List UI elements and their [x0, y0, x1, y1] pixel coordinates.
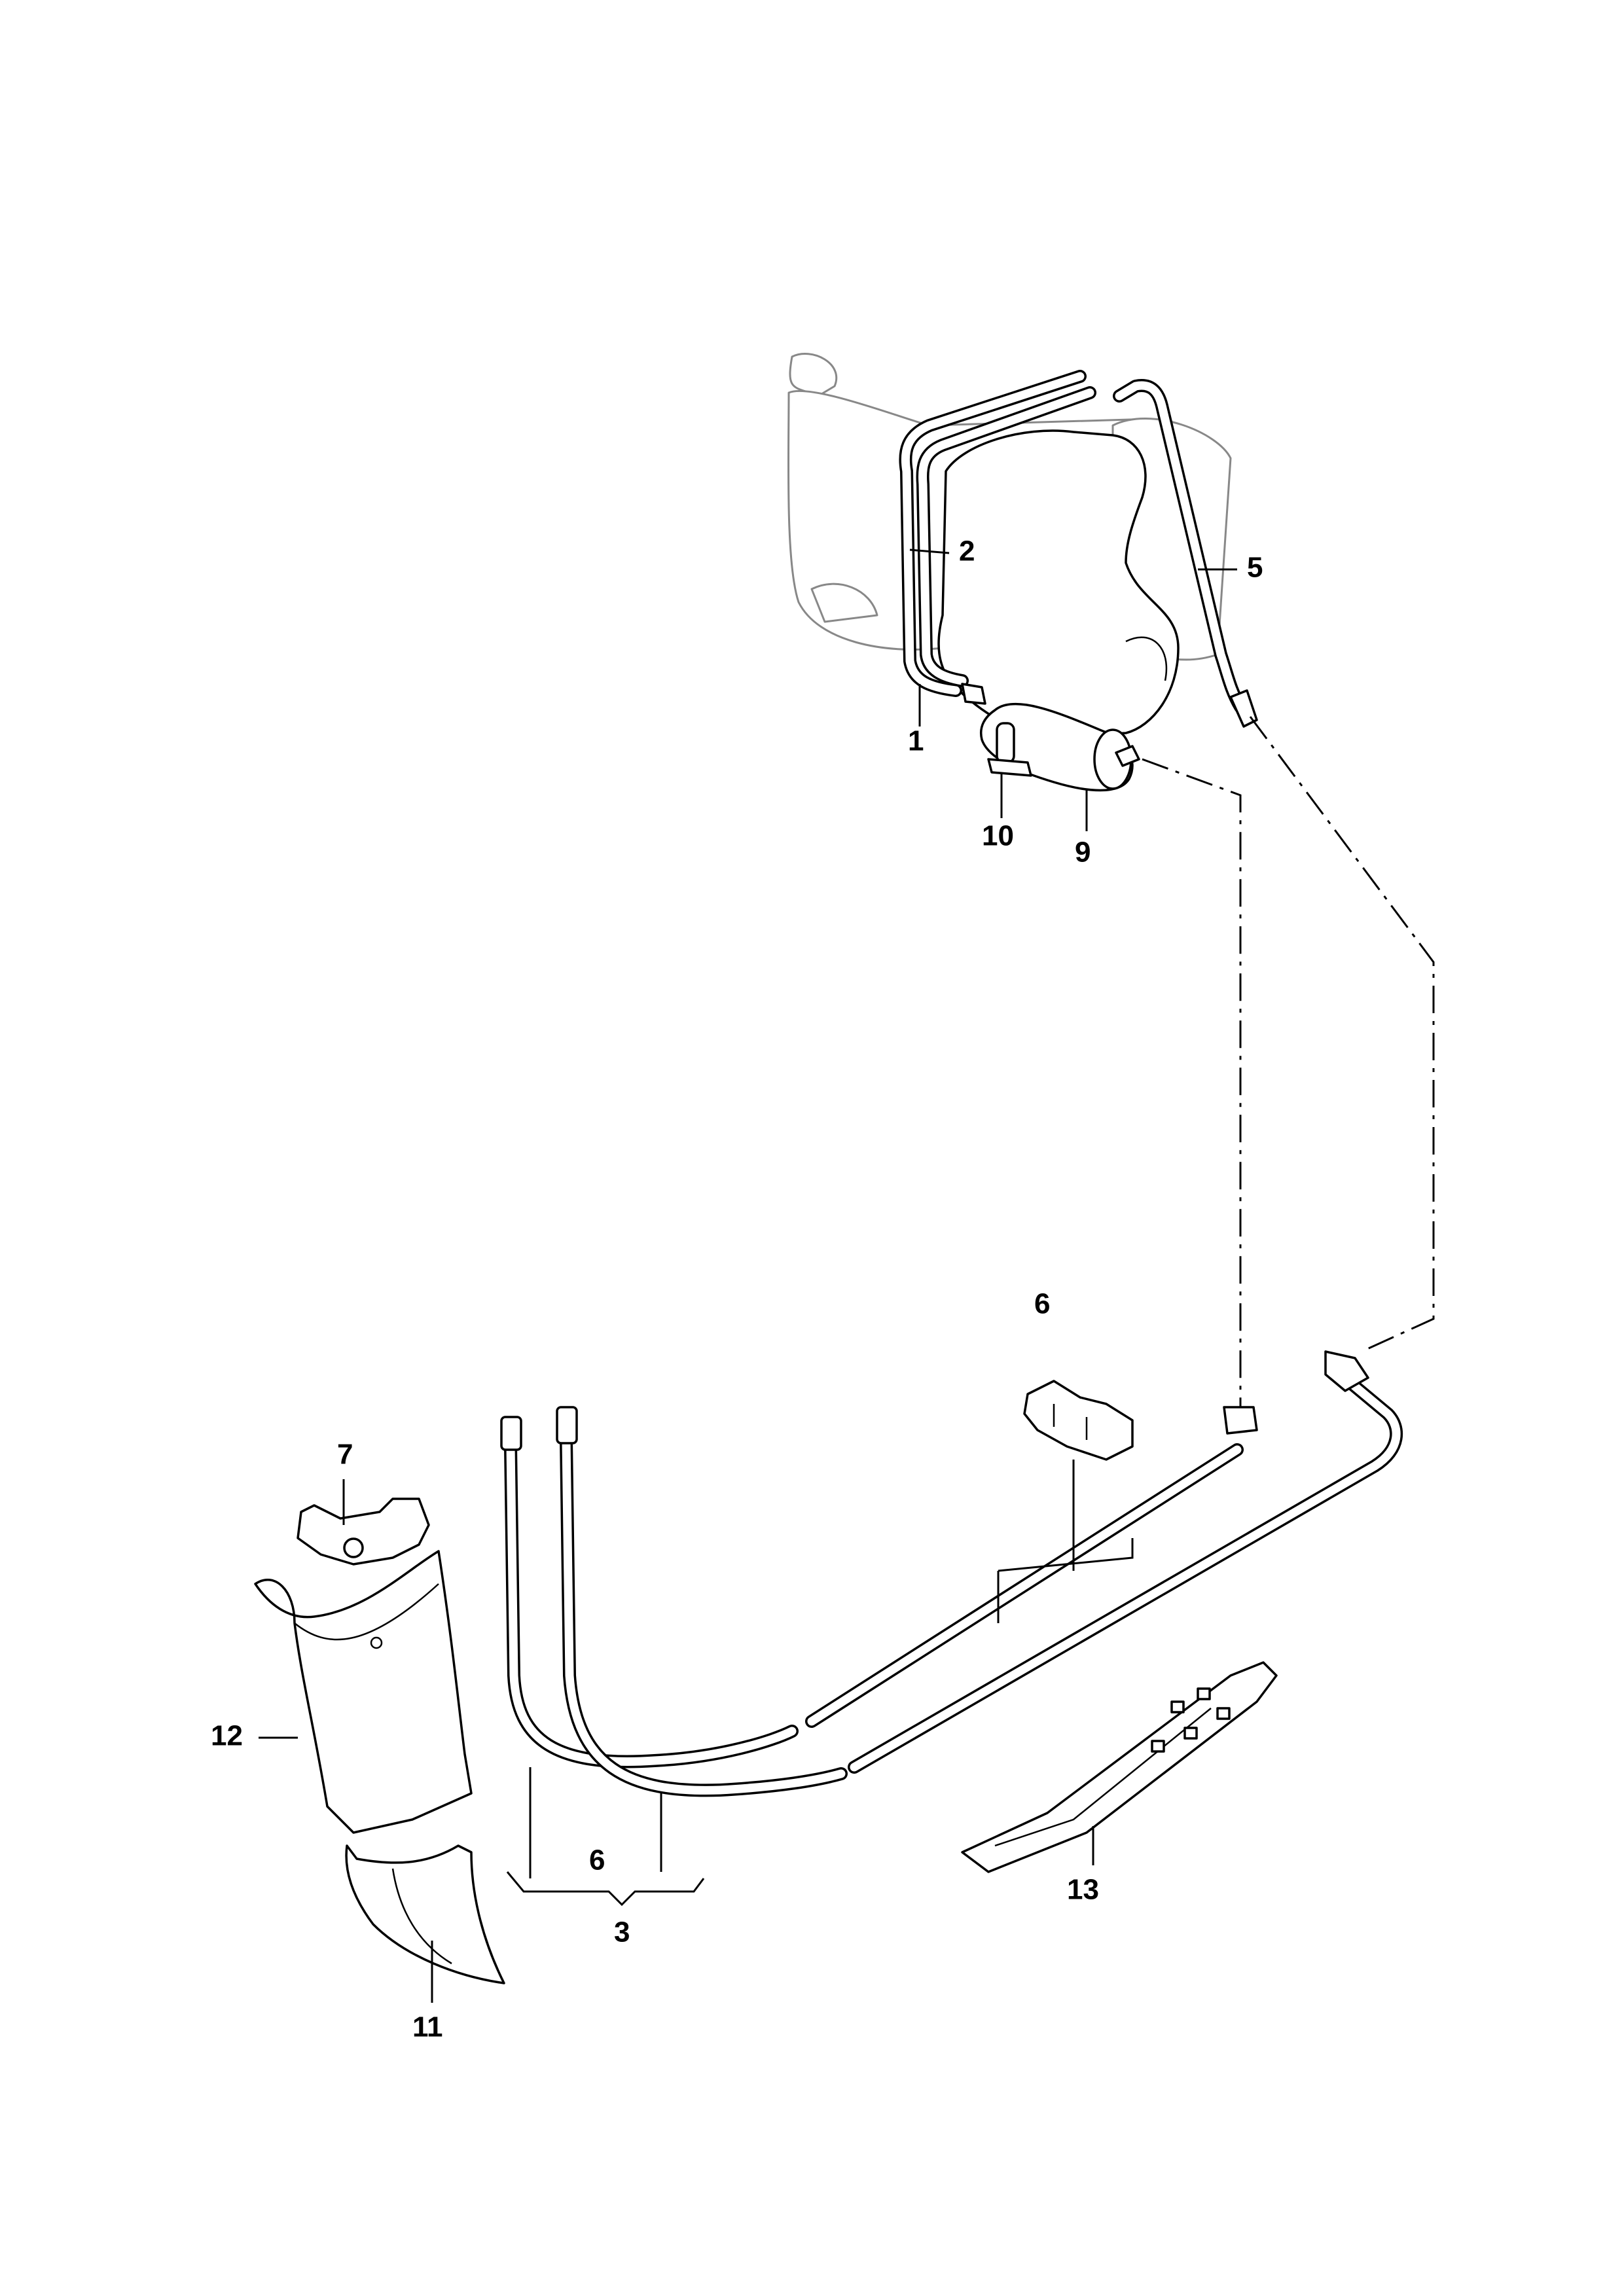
callout-3: 3 — [614, 1916, 630, 1948]
sensor-strip-part-13 — [961, 1661, 1278, 1873]
callout-2: 2 — [959, 535, 975, 567]
hose-bundle-part-3 — [500, 1350, 1403, 1797]
callout-1: 1 — [908, 725, 924, 757]
callout-10: 10 — [982, 820, 1014, 852]
callout-11: 11 — [412, 2011, 443, 2043]
hose-part-1-and-2 — [899, 370, 1096, 697]
callout-labels: 1 2 3 5 6 6 7 9 10 11 12 13 — [211, 535, 1263, 2043]
callout-12: 12 — [211, 1720, 243, 1752]
cover-part-12 — [254, 1550, 473, 1834]
callout-7: 7 — [337, 1439, 353, 1471]
callout-6-clip: 6 — [1034, 1288, 1050, 1320]
callout-9: 9 — [1075, 836, 1091, 869]
clamp-part-10 — [961, 683, 1032, 777]
connection-lines — [1142, 716, 1435, 1420]
bracket-part-7 — [297, 1498, 430, 1566]
clip-part-6 — [1023, 1380, 1134, 1461]
callout-6-hose: 6 — [589, 1844, 605, 1876]
leader-lines — [259, 548, 1237, 2003]
guard-part-11 — [345, 1844, 505, 1984]
callout-5: 5 — [1247, 552, 1263, 584]
callout-13: 13 — [1067, 1874, 1099, 1906]
